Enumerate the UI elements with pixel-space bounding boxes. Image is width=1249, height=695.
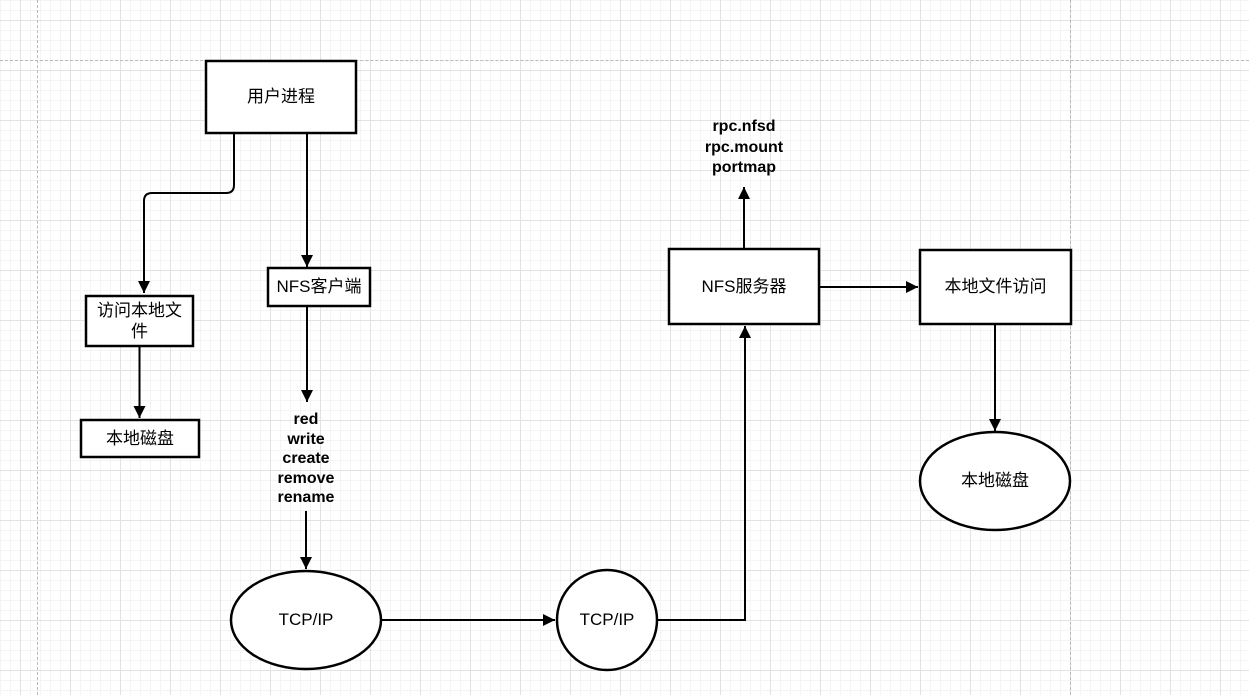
edge-tcpip-right-to-nfs-server[interactable] bbox=[657, 326, 751, 621]
edge-user-process-to-access-local-file[interactable] bbox=[138, 133, 235, 293]
node-local-disk-right[interactable] bbox=[918, 430, 1072, 532]
node-local-disk-left[interactable] bbox=[79, 418, 201, 459]
node-nfs-client[interactable] bbox=[266, 266, 372, 308]
node-nfs-server[interactable] bbox=[667, 247, 821, 326]
node-access-local-file[interactable] bbox=[84, 294, 195, 348]
node-local-file-access[interactable] bbox=[918, 248, 1073, 326]
node-tcpip-left[interactable] bbox=[229, 569, 383, 671]
node-tcpip-right[interactable] bbox=[555, 568, 659, 672]
node-user-process[interactable] bbox=[204, 59, 358, 135]
